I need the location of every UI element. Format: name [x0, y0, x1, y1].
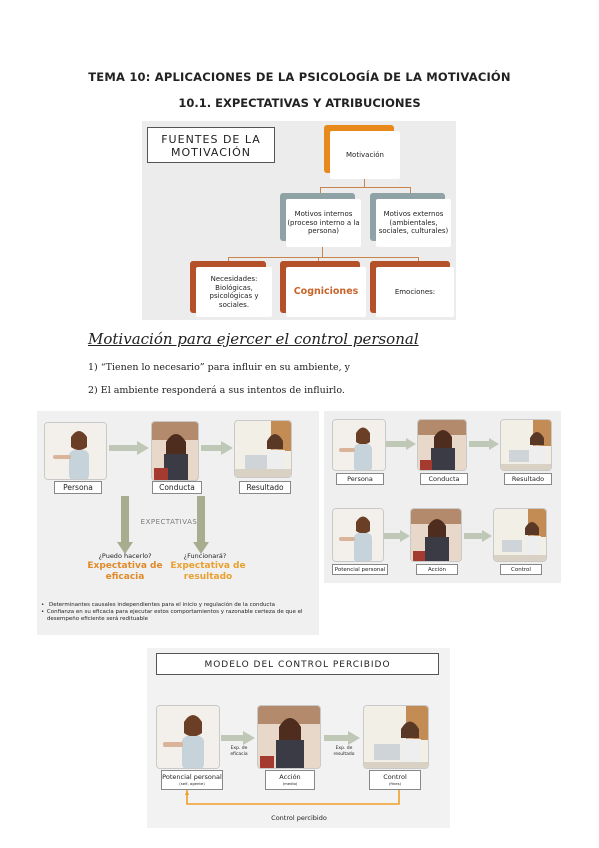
label-resultado: Resultado — [239, 481, 291, 494]
label-conducta: Conducta — [420, 473, 468, 485]
arrow-right-icon — [201, 441, 233, 455]
persona-potencial-diagram: Persona Conducta Resultado Potencial per… — [324, 411, 561, 583]
question-1: ¿Puedo hacerlo? — [98, 552, 152, 560]
arrow-right-icon — [109, 441, 149, 455]
node-cogniciones: Cogniciones — [286, 267, 366, 317]
label-accion: Acción (medio) — [265, 770, 315, 790]
arrow-label-resultado: Exp. de resultado — [333, 746, 355, 757]
section-line-2: 2) El ambiente responderá a sus intentos… — [88, 385, 345, 396]
arrow-right-icon — [469, 438, 499, 450]
node-emociones: Emociones: — [376, 267, 454, 317]
woman-studying-icon — [258, 706, 320, 768]
label-control: Control — [500, 564, 542, 575]
label-resultado: Resultado — [504, 473, 552, 485]
label-conducta: Conducta — [152, 481, 202, 494]
arrow-down-icon — [193, 496, 209, 554]
node-motivacion: Motivación — [330, 131, 400, 179]
label-potencial: Potencial personal (self, agente) — [161, 770, 223, 790]
woman-gesture-icon — [333, 509, 383, 561]
woman-laptop-icon — [501, 420, 551, 470]
conducta-photo — [151, 421, 199, 481]
arrow-label-eficacia: Exp. de eficacia — [230, 746, 248, 757]
woman-gesture-icon — [333, 420, 385, 470]
woman-studying-icon — [411, 509, 461, 561]
arrow-right-icon — [464, 530, 492, 542]
section-line-1: 1) “Tienen lo necesario” para influir en… — [88, 362, 351, 373]
expectativas-diagram: Persona Conducta Resultado EXPECTATIVAS … — [37, 411, 319, 635]
bullet-item: •Determinantes causales independientes p… — [41, 602, 275, 608]
control-photo — [363, 705, 429, 769]
label-control: Control (fines) — [369, 770, 421, 790]
control-percibido-diagram: MODELO DEL CONTROL PERCIBIDO Exp. de efi… — [147, 648, 450, 828]
expectativa-eficacia: Expectativa de eficacia — [87, 561, 163, 582]
resultado-photo — [234, 420, 292, 478]
resultado-photo — [500, 419, 552, 471]
node-motivos-internos: Motivos internos (proceso interno a la p… — [286, 199, 361, 247]
potencial-photo — [332, 508, 384, 562]
persona-photo — [44, 422, 107, 480]
woman-laptop-icon — [364, 706, 428, 768]
modelo-title: MODELO DEL CONTROL PERCIBIDO — [156, 653, 439, 675]
section-heading: Motivación para ejercer el control perso… — [88, 330, 419, 348]
label-persona: Persona — [336, 473, 384, 485]
fuentes-title: FUENTES DE LA MOTIVACIÓN — [147, 127, 275, 163]
conducta-photo — [417, 419, 467, 471]
fuentes-diagram: FUENTES DE LA MOTIVACIÓN Motivación Moti… — [142, 121, 456, 320]
label-potencial: Potencial personal — [332, 564, 388, 575]
bullet-item: •Confianza en su eficacia para ejecutar … — [41, 609, 303, 622]
document-title: TEMA 10: APLICACIONES DE LA PSICOLOGÍA D… — [88, 70, 511, 84]
label-accion: Acción — [416, 564, 458, 575]
node-necesidades: Necesidades: Biológicas, psicológicas y … — [196, 267, 272, 317]
woman-studying-icon — [418, 420, 466, 470]
accion-photo — [257, 705, 321, 769]
arrow-right-icon — [324, 731, 360, 745]
expectativas-label: EXPECTATIVAS — [140, 518, 198, 526]
arrow-right-icon — [384, 530, 410, 542]
woman-gesture-icon — [157, 706, 219, 768]
woman-gesture-icon — [45, 423, 106, 479]
control-photo — [493, 508, 547, 562]
persona-photo — [332, 419, 386, 471]
woman-laptop-icon — [494, 509, 546, 561]
document-subtitle: 10.1. EXPECTATIVAS Y ATRIBUCIONES — [178, 96, 421, 110]
control-percibido-bracket — [185, 790, 400, 805]
arrow-right-icon — [221, 731, 255, 745]
expectativa-resultado: Expectativa de resultado — [170, 561, 246, 582]
potencial-photo — [156, 705, 220, 769]
node-motivos-externos: Motivos externos (ambientales, sociales,… — [376, 199, 451, 247]
accion-photo — [410, 508, 462, 562]
question-2: ¿Funcionará? — [183, 552, 227, 560]
arrow-right-icon — [386, 438, 416, 450]
label-persona: Persona — [54, 481, 102, 494]
woman-studying-icon — [152, 422, 198, 480]
arrow-down-icon — [117, 496, 133, 554]
bullet-list: •Determinantes causales independientes p… — [41, 602, 311, 623]
control-percibido-label: Control percibido — [271, 814, 327, 822]
woman-laptop-icon — [235, 421, 291, 477]
